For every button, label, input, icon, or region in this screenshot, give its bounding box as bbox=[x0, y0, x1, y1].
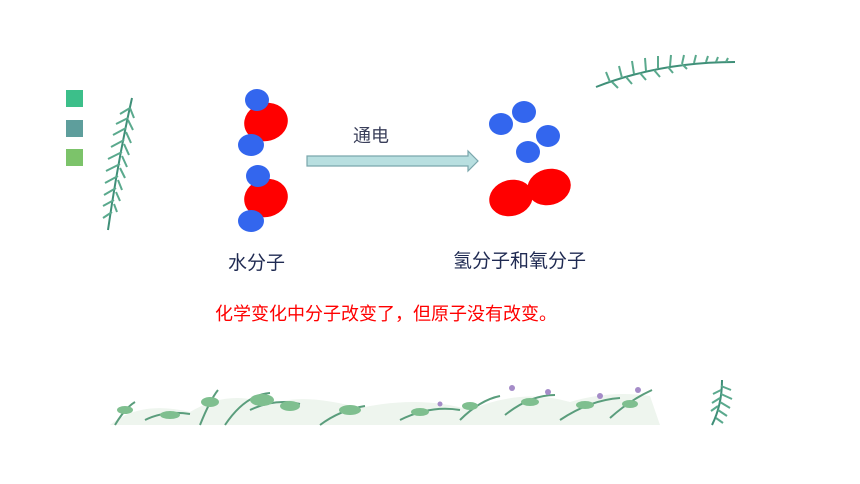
hydrogen-atom bbox=[489, 113, 513, 135]
bullet-square-2 bbox=[66, 120, 83, 137]
conclusion-text: 化学变化中分子改变了，但原子没有改变。 bbox=[215, 304, 557, 325]
products-label: 氢分子和氧分子 bbox=[453, 250, 587, 272]
water-molecule-label: 水分子 bbox=[228, 252, 286, 274]
bullet-square-1 bbox=[66, 90, 83, 107]
oxygen-atom bbox=[527, 168, 571, 206]
hydrogen-atom bbox=[516, 141, 540, 163]
arrow-condition-label: 通电 bbox=[353, 126, 389, 147]
hydrogen-atom bbox=[536, 125, 560, 147]
hydrogen-atom bbox=[238, 210, 264, 232]
oxygen-atom bbox=[244, 102, 288, 142]
oxygen-atom bbox=[244, 178, 288, 218]
water-molecule-1 bbox=[238, 89, 288, 156]
water-molecule-2 bbox=[238, 165, 288, 232]
vine-plant-icon bbox=[110, 385, 660, 426]
fern-leaf-icon bbox=[102, 97, 135, 231]
oxygen-atom bbox=[489, 179, 533, 217]
hydrogen-atom bbox=[512, 101, 536, 123]
hydrogen-molecule-1 bbox=[489, 101, 536, 135]
oxygen-molecule bbox=[489, 168, 571, 217]
hydrogen-atom bbox=[246, 165, 270, 187]
hydrogen-atom bbox=[238, 134, 264, 156]
hydrogen-molecule-2 bbox=[516, 125, 560, 163]
hydrogen-atom bbox=[245, 89, 269, 111]
fern-leaf-icon bbox=[710, 379, 733, 426]
reaction-arrow bbox=[306, 149, 479, 173]
bullet-square-3 bbox=[66, 149, 83, 166]
fern-leaf-icon bbox=[595, 54, 736, 89]
